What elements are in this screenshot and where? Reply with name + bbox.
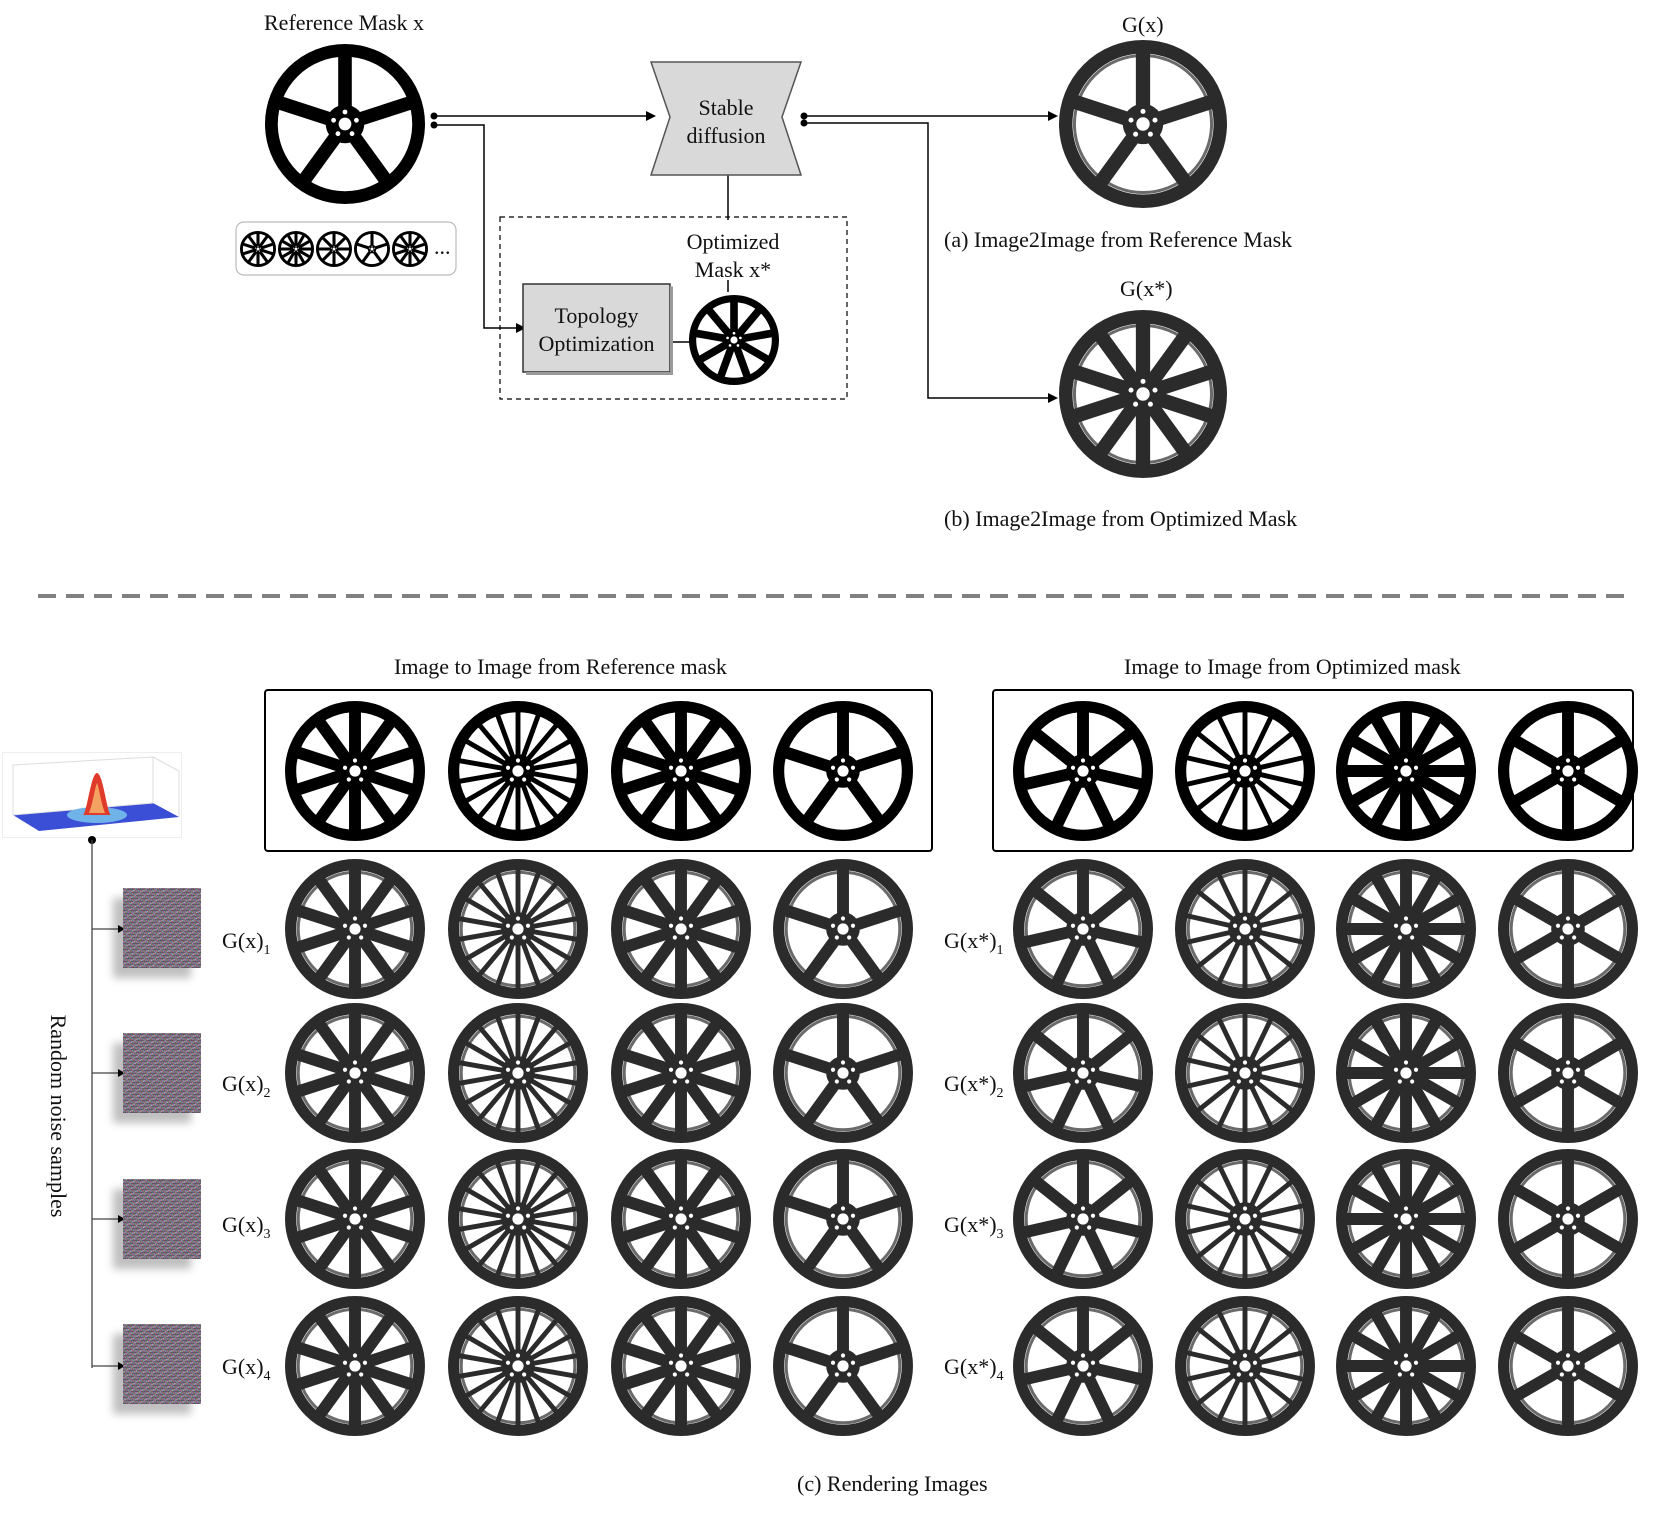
gxstar-4-wheel-3 xyxy=(1335,1295,1476,1436)
row-label-gxstar-2: G(x*)2 xyxy=(944,1071,1004,1101)
optimized-mask-label: Optimized Mask x* xyxy=(686,229,780,282)
noise-sample-3 xyxy=(123,1179,201,1259)
gx-1-wheel-4 xyxy=(772,858,913,999)
gx-2-wheel-2 xyxy=(448,1002,589,1143)
gx-1-wheel-1 xyxy=(285,858,426,999)
stable-diffusion-label: Stable diffusion xyxy=(686,95,766,148)
gx-3-wheel-3 xyxy=(610,1148,751,1289)
mini-mask-thumb-1 xyxy=(240,231,277,268)
gx-2-wheel-1 xyxy=(285,1002,426,1143)
row-label-gx-1: G(x)1 xyxy=(222,928,271,958)
gxstar-1-wheel-2 xyxy=(1174,858,1315,999)
gx-4-wheel-2 xyxy=(448,1295,589,1436)
gx-3-wheel-4 xyxy=(772,1148,913,1289)
ref-mask-header: Image to Image from Reference mask xyxy=(394,654,727,679)
opt-mask-2 xyxy=(1174,700,1315,841)
gxstar-4-wheel-1 xyxy=(1012,1295,1153,1436)
random-noise-label: Random noise samples xyxy=(46,1014,71,1218)
row-label-gx-3: G(x)3 xyxy=(222,1212,271,1242)
mini-thumbnails-ellipsis: ... xyxy=(434,234,451,259)
ref-mask-4 xyxy=(772,700,913,841)
ref-mask-3 xyxy=(610,700,751,841)
row-label-gxstar-1: G(x*)1 xyxy=(944,928,1004,958)
gxstar-3-wheel-1 xyxy=(1012,1148,1153,1289)
gxstar-2-wheel-2 xyxy=(1174,1002,1315,1143)
caption-a: (a) Image2Image from Reference Mask xyxy=(944,227,1293,252)
gxstar-1-wheel-3 xyxy=(1335,858,1476,999)
gx-3-wheel-2 xyxy=(448,1148,589,1289)
row-label-gx-4: G(x)4 xyxy=(222,1354,271,1384)
caption-c: (c) Rendering Images xyxy=(797,1471,988,1496)
opt-mask-header: Image to Image from Optimized mask xyxy=(1124,654,1461,679)
gxstar-4-wheel-4 xyxy=(1497,1295,1638,1436)
noise-sample-4 xyxy=(123,1324,201,1404)
mini-mask-thumb-4 xyxy=(354,231,391,268)
gxstar-render-wheel xyxy=(1058,310,1227,478)
gxstar-2-wheel-4 xyxy=(1497,1002,1638,1143)
gx-4-wheel-1 xyxy=(285,1295,426,1436)
caption-b: (b) Image2Image from Optimized Mask xyxy=(944,506,1298,531)
mini-mask-thumb-3 xyxy=(316,231,353,268)
gx-3-wheel-1 xyxy=(285,1148,426,1289)
stable-diffusion-shape xyxy=(649,61,803,176)
gx-2-wheel-4 xyxy=(772,1002,913,1143)
opt-mask-1 xyxy=(1012,700,1153,841)
noise-sample-1 xyxy=(123,888,201,968)
noise-sample-2 xyxy=(123,1033,201,1113)
ref-mask-2 xyxy=(448,700,589,841)
mini-mask-thumb-2 xyxy=(278,231,315,268)
mini-mask-thumb-5 xyxy=(392,231,429,268)
gxstar-1-wheel-4 xyxy=(1497,858,1638,999)
reference-mask-label: Reference Mask x xyxy=(264,10,425,35)
opt-mask-3 xyxy=(1335,700,1476,841)
gxstar-label: G(x*) xyxy=(1120,276,1173,301)
gaussian-plot xyxy=(2,752,182,838)
gx-1-wheel-3 xyxy=(610,858,751,999)
gx-4-wheel-3 xyxy=(610,1295,751,1436)
opt-mask-4 xyxy=(1497,700,1638,841)
gx-render-wheel xyxy=(1058,40,1227,208)
ref-mask-panel xyxy=(264,689,933,852)
row-label-gxstar-4: G(x*)4 xyxy=(944,1354,1004,1384)
gxstar-3-wheel-4 xyxy=(1497,1148,1638,1289)
gx-label: G(x) xyxy=(1122,12,1164,37)
gxstar-3-wheel-2 xyxy=(1174,1148,1315,1289)
gx-1-wheel-2 xyxy=(448,858,589,999)
gxstar-3-wheel-3 xyxy=(1335,1148,1476,1289)
optimized-mask-wheel xyxy=(688,295,779,386)
gx-4-wheel-4 xyxy=(772,1295,913,1436)
ref-mask-1 xyxy=(285,700,426,841)
gxstar-4-wheel-2 xyxy=(1174,1295,1315,1436)
gxstar-1-wheel-1 xyxy=(1012,858,1153,999)
topology-optimization-label: Topology Optimization xyxy=(538,303,655,356)
reference-mask-wheel xyxy=(264,44,425,204)
gxstar-2-wheel-3 xyxy=(1335,1002,1476,1143)
opt-mask-panel xyxy=(992,689,1634,852)
gx-2-wheel-3 xyxy=(610,1002,751,1143)
row-label-gxstar-3: G(x*)3 xyxy=(944,1212,1004,1242)
row-label-gx-2: G(x)2 xyxy=(222,1071,271,1101)
gxstar-2-wheel-1 xyxy=(1012,1002,1153,1143)
